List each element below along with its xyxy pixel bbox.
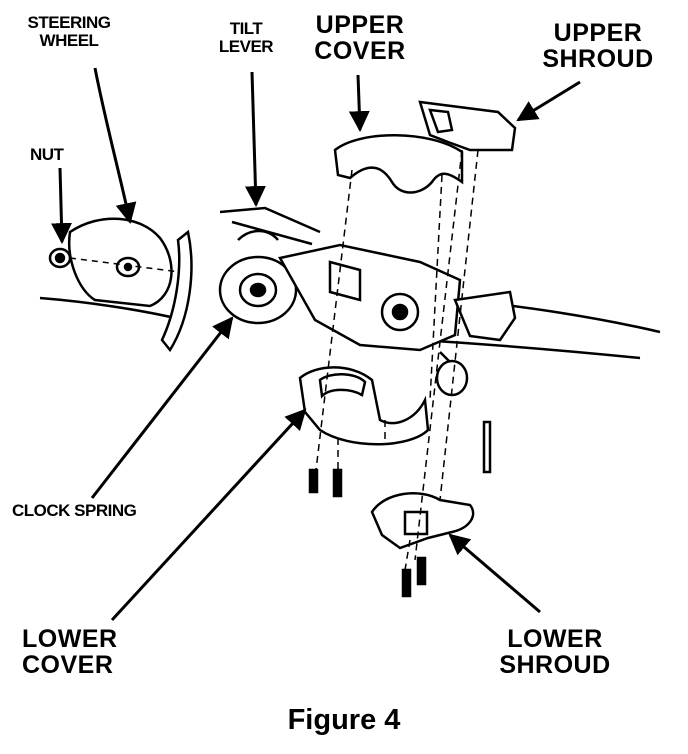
- lower-shroud-label-line2: SHROUD: [499, 651, 611, 680]
- lower-shroud-label-line1: LOWER: [507, 625, 603, 653]
- lower-shroud-label: LOWER SHROUD: [490, 626, 620, 679]
- lower-cover-label-line1: LOWER: [22, 625, 118, 653]
- nut-part: [48, 247, 72, 269]
- upper-cover-leader: [348, 74, 370, 133]
- upper-shroud-label: UPPER SHROUD: [528, 20, 668, 73]
- screws: [308, 420, 492, 598]
- tilt-lever-label-line1: TILT: [229, 19, 263, 38]
- upper-shroud-label-line2: SHROUD: [542, 45, 654, 74]
- lower-shroud-part: [370, 492, 475, 550]
- steering-wheel-label-line2: WHEEL: [39, 30, 99, 50]
- lower-shroud-leader: [448, 533, 541, 614]
- clock-spring-leader: [90, 316, 234, 499]
- steering-wheel-leader: [93, 67, 137, 225]
- upper-cover-label-line2: COVER: [314, 37, 406, 66]
- tilt-lever-leader: [244, 71, 266, 208]
- lower-cover-part: [298, 366, 430, 446]
- upper-cover-part: [333, 134, 464, 194]
- upper-shroud-part: [418, 100, 517, 152]
- tilt-lever-label-line2: LEVER: [218, 36, 274, 56]
- lower-cover-label-line2: COVER: [22, 651, 114, 680]
- nut-label: NUT: [30, 145, 64, 164]
- lower-cover-leader: [110, 408, 307, 622]
- upper-cover-label-line1: UPPER: [315, 11, 405, 39]
- upper-cover-label: UPPER COVER: [300, 12, 420, 65]
- leader-lines: [50, 67, 581, 622]
- tilt-lever-label: TILT LEVER: [210, 20, 282, 56]
- steering-column-part: [278, 243, 517, 397]
- clock-spring-label: CLOCK SPRING: [12, 501, 137, 520]
- steering-wheel-label: STEERING WHEEL: [14, 14, 124, 50]
- clock-spring-part: [218, 229, 298, 325]
- steering-wheel-part: [67, 217, 193, 353]
- upper-shroud-leader: [516, 80, 581, 122]
- figure-caption: Figure 4: [287, 704, 401, 736]
- tilt-lever-part: [219, 206, 321, 246]
- upper-shroud-label-line1: UPPER: [553, 19, 643, 47]
- steering-wheel-label-line1: STEERING: [27, 13, 111, 32]
- lower-cover-label: LOWER COVER: [22, 626, 118, 679]
- nut-leader: [50, 167, 72, 245]
- assembly-lines: [315, 149, 479, 571]
